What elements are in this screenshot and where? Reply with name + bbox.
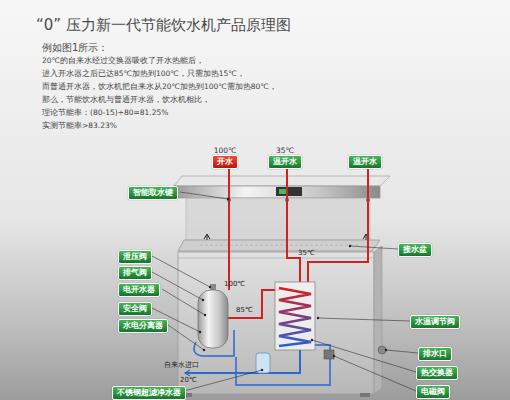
box-label: 排水口 <box>423 349 447 359</box>
inlet-label: 自来水进口 <box>164 361 199 369</box>
leader-dot <box>204 314 206 316</box>
callout-box: 接水盆 <box>398 243 432 257</box>
cold-pipe <box>236 345 330 385</box>
callout-box: 智能取水键 <box>128 186 178 200</box>
box-label: 温开水 <box>353 157 377 167</box>
cabinet-foot <box>360 393 370 397</box>
solenoid-valve <box>324 350 334 359</box>
intro-text: 例如图1所示： <box>42 42 108 54</box>
leader-line <box>312 340 416 372</box>
note-text: 实测节能率>83.23% <box>42 122 117 131</box>
callout-box: 热交换器 <box>416 366 458 380</box>
leader-dots <box>199 198 387 371</box>
outlet-box: 温开水 <box>348 155 382 169</box>
hood-top <box>174 176 390 186</box>
box-label: 安全阀 <box>123 304 147 314</box>
box-label: 电开水器 <box>123 285 155 295</box>
warm-pipe <box>308 167 368 282</box>
leader-line <box>168 325 204 350</box>
leader-line <box>386 350 418 353</box>
cabinet-edge <box>178 258 374 259</box>
boiler-tank <box>198 290 228 348</box>
leader-dot <box>385 349 387 351</box>
cabinet <box>178 252 374 394</box>
note-text: 而普通开水器，饮水机把自来水从20℃加热到100℃需加热80℃， <box>42 83 277 92</box>
box-label: 不锈钢超滤净水器 <box>117 388 181 398</box>
note-text: 那么，节能饮水机与普通开水器，饮水机相比， <box>42 96 210 105</box>
callout-box: 水温调节阀 <box>410 315 460 329</box>
drain-knob <box>378 346 386 354</box>
outlet-box: 35℃温开水 <box>268 155 302 169</box>
back-panel <box>186 198 370 240</box>
leader-dot <box>261 369 263 371</box>
cold-pipe <box>185 350 300 373</box>
box-label: 接水盆 <box>403 245 427 255</box>
box-label: 水电分离器 <box>123 321 163 331</box>
callout-box: 不锈钢超滤净水器 <box>112 386 186 400</box>
leader-dot <box>333 355 335 357</box>
basin-grille <box>200 245 360 246</box>
leader-line <box>162 289 205 315</box>
filter <box>256 353 270 373</box>
leader-line <box>318 318 410 321</box>
heat-exchanger-shell <box>275 282 315 350</box>
callout-box: 安全阀 <box>118 302 152 316</box>
box-label: 智能取水键 <box>133 188 173 198</box>
temperature-heading: 35℃ <box>276 146 294 155</box>
temperature-label: 85℃ <box>236 306 253 314</box>
note-text: 进入开水器之后已达85℃加热到100℃，只需加热15℃， <box>42 70 245 79</box>
leader-dot <box>311 339 313 341</box>
leader-dot <box>317 317 319 319</box>
callout-box: 泄压阀 <box>118 250 152 264</box>
display-panel <box>276 187 302 196</box>
drip-basin <box>178 240 380 251</box>
leader-dot <box>199 331 201 333</box>
temperature-label: 35℃ <box>298 249 315 257</box>
leader-dot <box>209 286 211 288</box>
leader-line <box>334 356 416 391</box>
callout-box: 排水口 <box>418 347 452 361</box>
leader-lines <box>152 192 418 391</box>
temperature-label: 100℃ <box>224 280 245 288</box>
callout-box: 水电分离器 <box>118 319 168 333</box>
leader-dot <box>349 245 351 247</box>
note-text: 20℃的自来水经过交换器吸收了开水热能后， <box>42 57 204 66</box>
box-label: 热交换器 <box>421 368 453 378</box>
tank-loop <box>194 330 234 356</box>
diagram-title: “0” 压力新一代节能饮水机产品原理图 <box>36 17 291 34</box>
box-label: 开水 <box>217 157 233 167</box>
leader-line <box>152 256 210 287</box>
outlet-box: 100℃开水 <box>212 155 238 169</box>
temperature-label: 20℃ <box>180 376 197 384</box>
hood-front <box>174 186 380 198</box>
leader-line <box>180 192 228 199</box>
inlet-arrow <box>185 370 190 376</box>
warm-pipe <box>287 167 300 282</box>
box-label: 电磁阀 <box>421 387 445 397</box>
display-light <box>279 189 287 194</box>
preheated-pipe <box>228 290 280 318</box>
callout-box: 电磁阀 <box>416 385 450 399</box>
box-label: 水温调节阀 <box>415 317 455 327</box>
leader-dot <box>202 299 204 301</box>
temperature-heading: 100℃ <box>214 146 237 155</box>
callout-box: 排气阀 <box>118 266 152 280</box>
leader-dot <box>227 198 229 200</box>
leader-dot <box>203 349 205 351</box>
leader-line <box>350 246 398 249</box>
note-text: 理论节能率：(80-15)÷80=81.25% <box>42 109 168 118</box>
hot-pipe <box>228 167 230 290</box>
callout-box: 电开水器 <box>118 283 160 297</box>
box-label: 温开水 <box>273 157 297 167</box>
box-label: 排气阀 <box>123 268 147 278</box>
box-label: 泄压阀 <box>123 252 147 262</box>
heat-exchanger-coil <box>279 288 311 346</box>
